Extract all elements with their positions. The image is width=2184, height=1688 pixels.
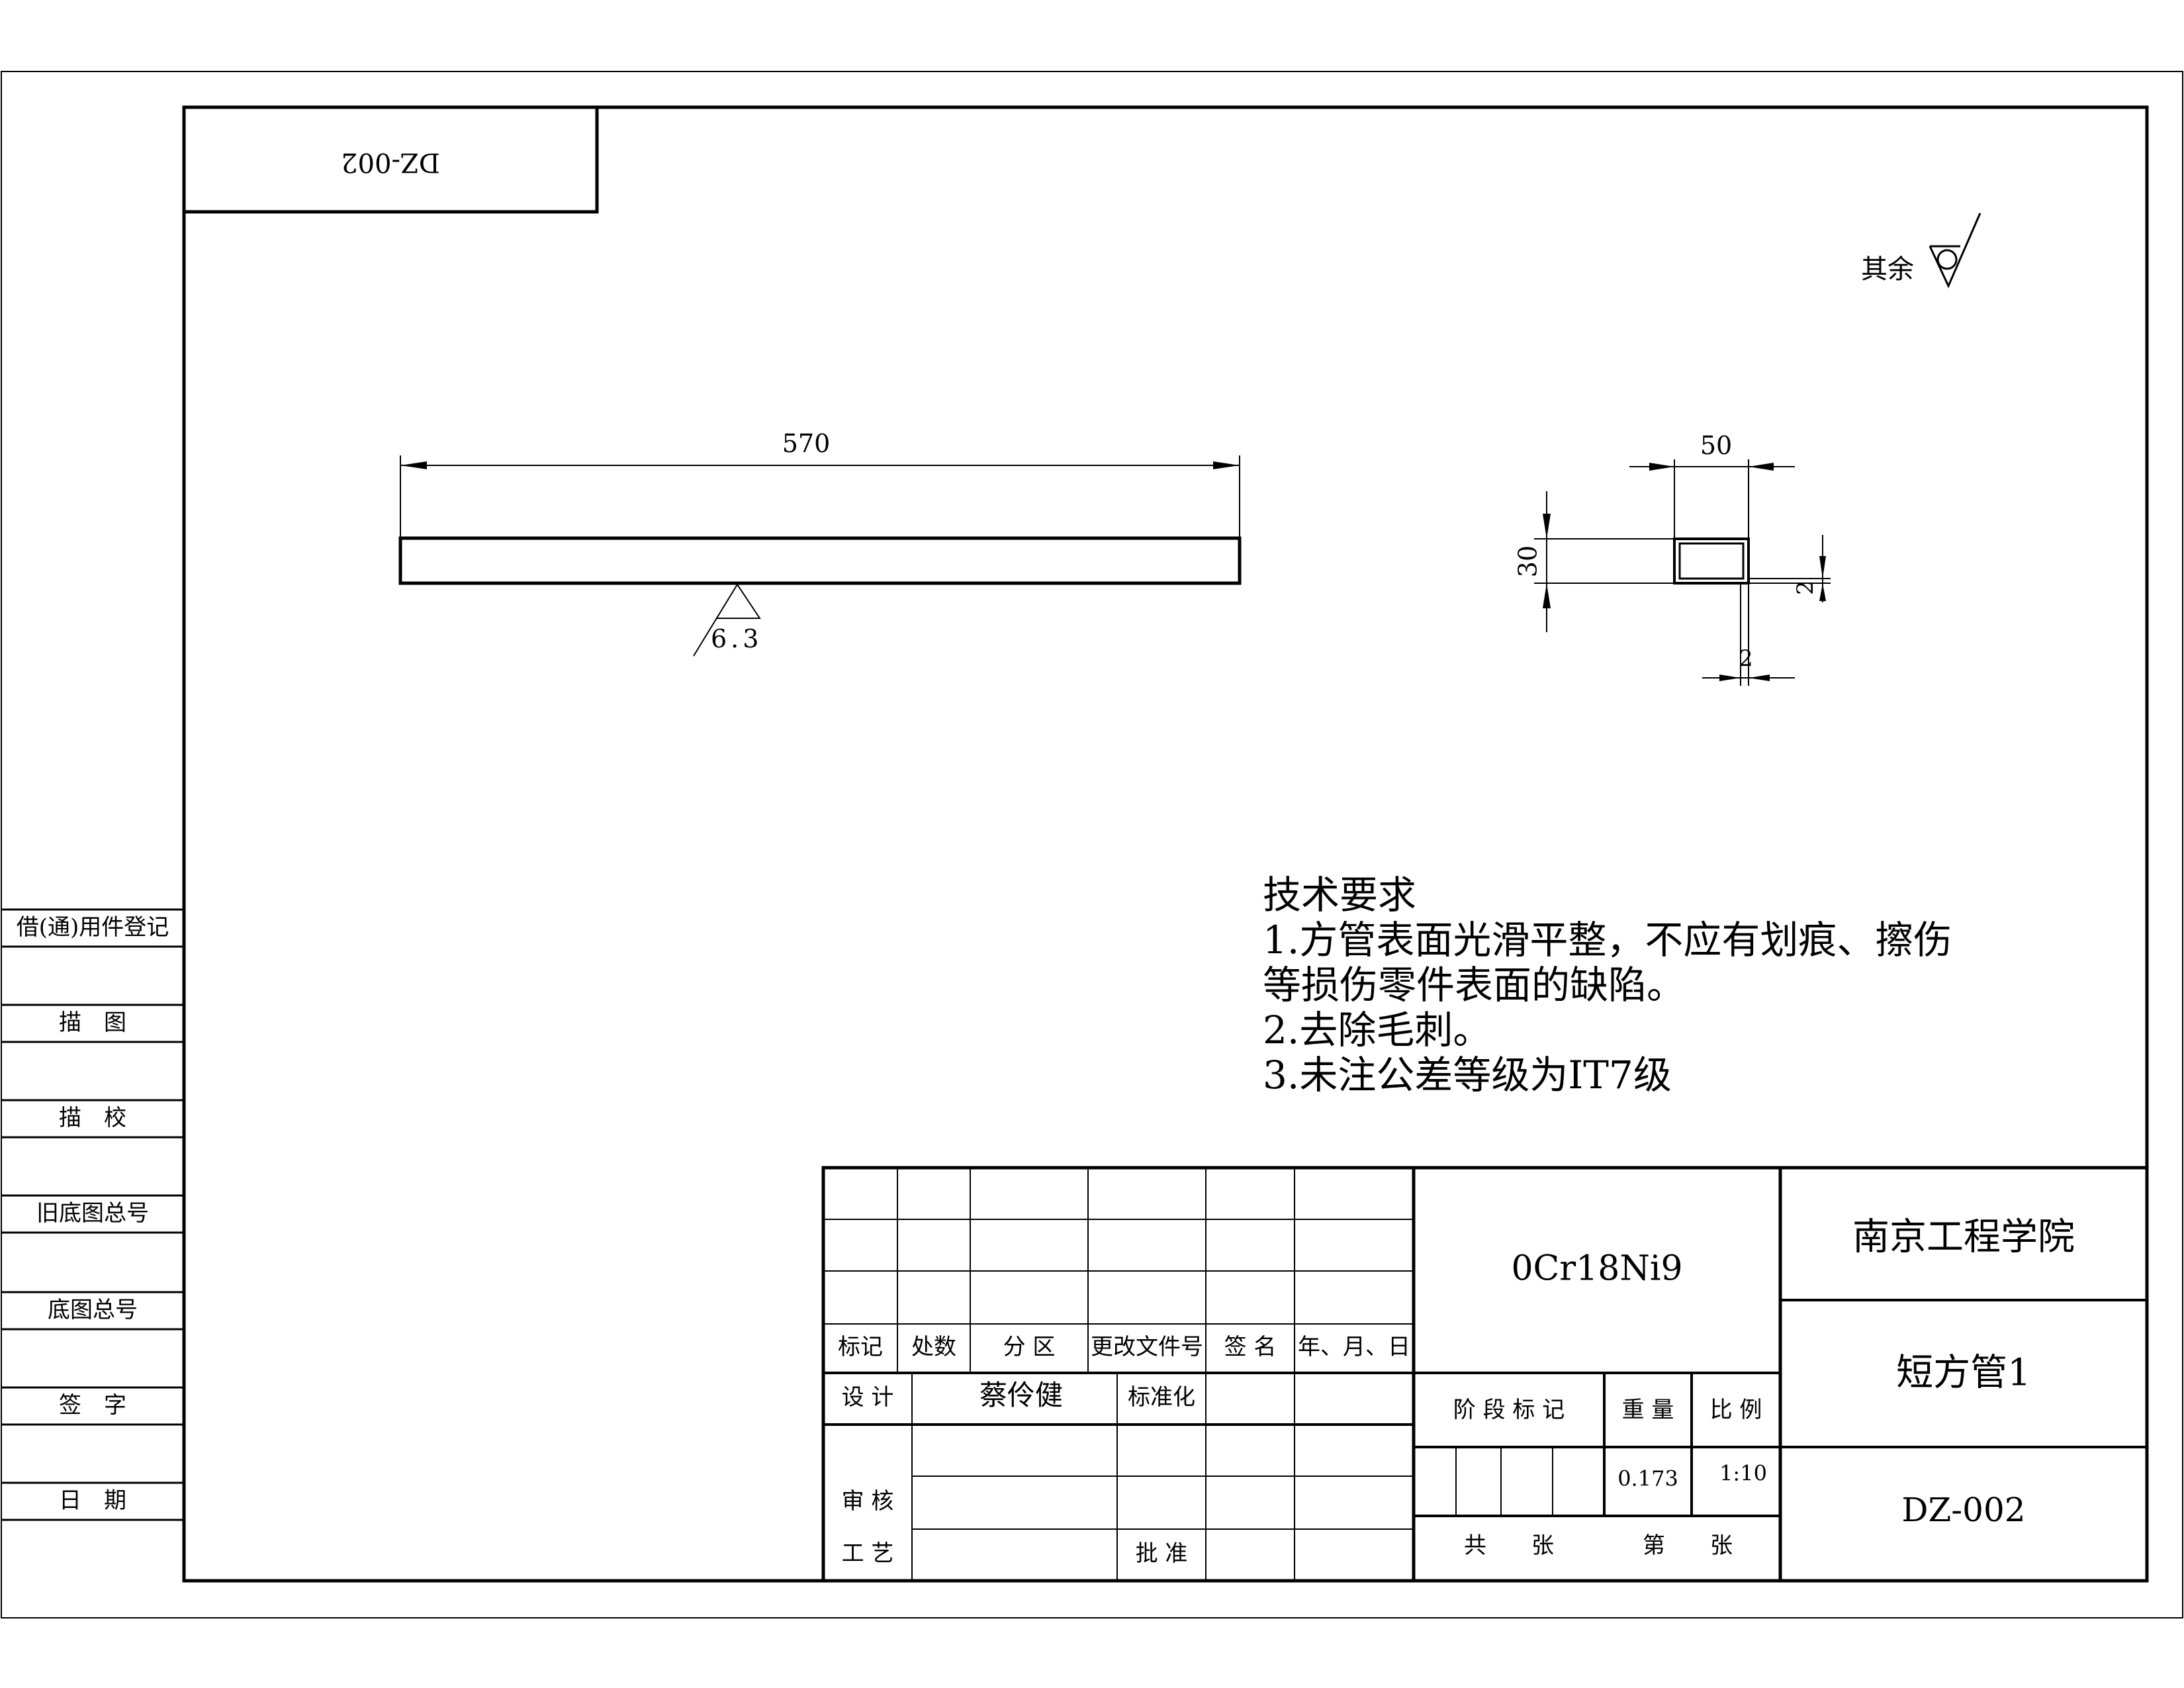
section-view xyxy=(1534,459,1831,686)
surface-finish-other-symbol xyxy=(1929,212,1981,289)
section-width-text: 50 xyxy=(1700,431,1732,460)
side-label-date: 日 期 xyxy=(59,1487,126,1514)
tech-requirement-line-4: 3.未注公差等级为IT7级 xyxy=(1263,1053,1672,1098)
rev-header-change-doc: 更改文件号 xyxy=(1091,1334,1203,1360)
side-label-trace-check: 描 校 xyxy=(59,1105,126,1131)
organization-name: 南京工程学院 xyxy=(1852,1216,2075,1259)
part-name: 短方管1 xyxy=(1896,1352,2031,1395)
tech-requirement-line-1: 1.方管表面光滑平整，不应有划痕、擦伤 xyxy=(1263,917,1952,962)
rev-header-mark: 标记 xyxy=(838,1334,883,1360)
title-block xyxy=(821,1166,2149,1583)
process-label: 工 艺 xyxy=(842,1540,894,1567)
sheet-number-label: 第 张 xyxy=(1643,1532,1733,1559)
drawing-number: DZ-002 xyxy=(1901,1491,2025,1529)
side-label-tracing: 描 图 xyxy=(59,1009,126,1036)
tech-requirements-title: 技术要求 xyxy=(1263,872,1416,917)
sheet-trim-border xyxy=(1,71,2183,1618)
stage-mark-label: 阶 段 标 记 xyxy=(1453,1397,1565,1423)
tech-requirement-line-3: 2.去除毛刺。 xyxy=(1263,1008,1491,1053)
side-label-borrowed-parts: 借(通)用件登记 xyxy=(17,914,169,941)
tech-requirement-line-2: 等损伤零件表面的缺陷。 xyxy=(1263,962,1685,1008)
approval-label: 批 准 xyxy=(1136,1540,1188,1567)
rev-header-signature: 签 名 xyxy=(1224,1334,1277,1360)
roughness-symbol xyxy=(693,583,761,657)
rotated-number-box xyxy=(182,105,599,214)
length-dimension-text: 570 xyxy=(782,429,831,458)
rotated-drawing-number: DZ-002 xyxy=(341,147,440,177)
roughness-value: 6.3 xyxy=(711,624,762,653)
rev-header-date: 年、月、日 xyxy=(1298,1334,1410,1360)
tech-requirements: 技术要求 1.方管表面光滑平整，不应有划痕、擦伤 等损伤零件表面的缺陷。 2.去… xyxy=(1263,872,1952,1098)
scale-label: 比 例 xyxy=(1710,1397,1762,1423)
weight-value: 0.173 xyxy=(1617,1466,1678,1491)
wall-thickness-bottom-text: 2 xyxy=(1739,645,1753,672)
section-inner xyxy=(1678,542,1745,580)
section-outer xyxy=(1673,538,1750,585)
weight-label: 重 量 xyxy=(1622,1397,1674,1423)
designer-name: 蔡伶健 xyxy=(979,1379,1063,1411)
material-spec: 0Cr18Ni9 xyxy=(1511,1249,1682,1289)
side-label-signature: 签 字 xyxy=(59,1392,126,1419)
section-height-text: 30 xyxy=(1514,545,1543,577)
surface-finish-other-label: 其余 xyxy=(1861,254,1914,285)
total-sheets-label: 共 张 xyxy=(1464,1532,1554,1559)
side-registration-table xyxy=(1,908,184,1521)
side-label-base-number: 底图总号 xyxy=(48,1297,138,1323)
wall-thickness-side-text: 2 xyxy=(1792,581,1819,595)
review-label: 审 核 xyxy=(842,1488,894,1515)
front-view xyxy=(398,455,1242,657)
length-arrow-left xyxy=(400,461,427,469)
bar-outline xyxy=(398,536,1242,585)
length-arrow-right xyxy=(1213,461,1240,469)
standardization-label: 标准化 xyxy=(1128,1384,1195,1411)
rev-header-count: 处数 xyxy=(911,1334,956,1360)
scale-value: 1:10 xyxy=(1719,1461,1767,1486)
design-label: 设 计 xyxy=(842,1384,894,1411)
rev-header-zone: 分 区 xyxy=(1003,1334,1056,1360)
side-label-old-base-number: 旧底图总号 xyxy=(36,1200,149,1227)
